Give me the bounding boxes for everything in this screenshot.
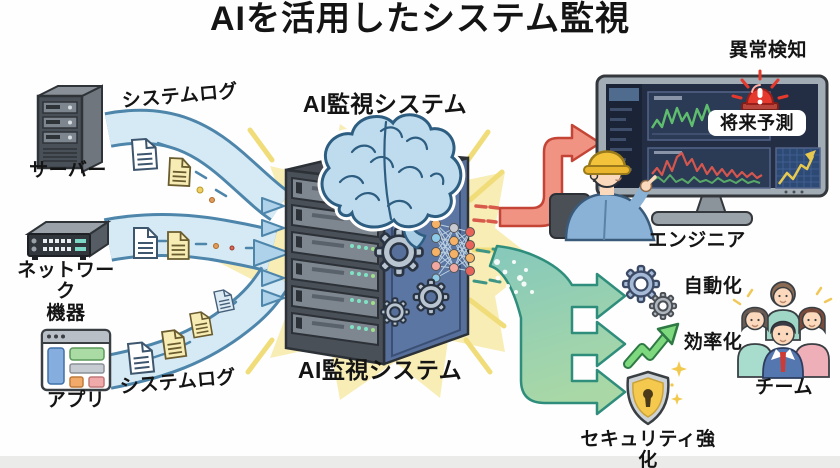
efficiency-label: 効率化 — [683, 332, 743, 353]
ground-shadow — [0, 456, 840, 468]
anomaly-detection-label: 異常検知 — [728, 40, 807, 61]
page-title: AIを活用したシステム監視 — [210, 0, 630, 38]
growth-arrow-icon — [623, 322, 680, 369]
automation-label: 自動化 — [683, 276, 743, 297]
network-label: ネットワーク 機器 — [17, 260, 115, 324]
dashboard-monitor-icon — [595, 69, 829, 226]
neural-network-icon — [431, 219, 475, 283]
automation-gears-icon — [621, 264, 678, 321]
engineer-person-icon — [549, 150, 657, 242]
ai-brain-icon — [317, 110, 466, 250]
app-window-icon — [40, 328, 112, 392]
team-label: チーム — [755, 377, 813, 398]
security-shield-icon — [626, 361, 687, 426]
engineer-label: エンジニア — [648, 230, 746, 251]
security-label: セキュリティ強化 — [580, 429, 716, 468]
log-streams — [103, 108, 292, 390]
ai-system-label-bottom: AI監視システム — [297, 357, 463, 383]
alarm-siren-icon — [731, 69, 789, 111]
server-label: サーバー — [29, 160, 107, 181]
dashboard-chart-bottom — [647, 147, 771, 189]
ai-system-label-top: AI監視システム — [302, 91, 468, 117]
stream-arrowheads — [253, 197, 291, 307]
gears-icon — [374, 227, 450, 327]
forecast-label: 将来予測 — [710, 112, 804, 135]
network-device-icon — [24, 220, 112, 260]
team-people-icon — [732, 281, 833, 379]
server-tower-icon — [36, 84, 103, 174]
forecast-grid-chart — [775, 147, 821, 189]
output-flow — [472, 244, 627, 416]
app-label: アプリ — [46, 390, 106, 411]
